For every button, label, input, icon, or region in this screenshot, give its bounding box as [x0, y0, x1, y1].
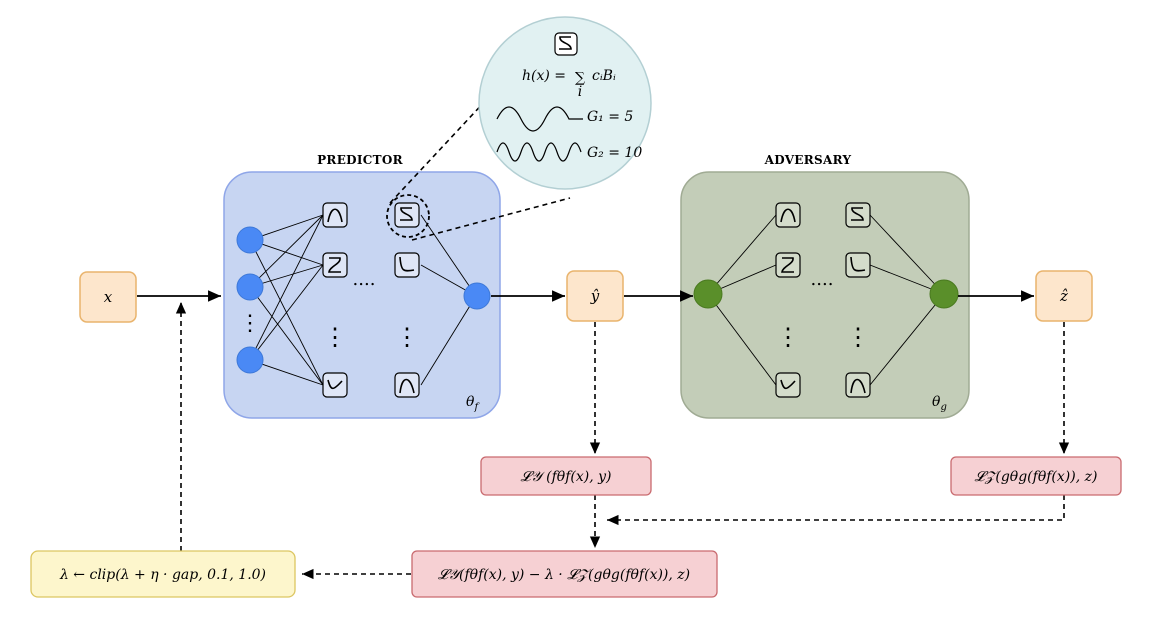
grid-2-label: G₂ = 10: [587, 145, 642, 161]
zoom-focus-ring: [386, 194, 430, 238]
zoom-callout-line: [411, 197, 571, 241]
adversary-left-vertical-ellipsis: ⋮: [776, 323, 800, 351]
adversary-param-sub: g: [940, 402, 946, 413]
basis-formula-sum-index: i: [578, 84, 582, 100]
lambda-update-box: λ ← clip(λ + η · gap, 0.1, 1.0): [30, 550, 296, 598]
adversary-activation-s-curve-icon: [775, 252, 801, 278]
basis-formula-sum: ∑: [575, 70, 585, 86]
lambda-update-formula: λ ← clip(λ + η · gap, 0.1, 1.0): [59, 567, 266, 583]
adversary-activation-arch-icon: [845, 372, 871, 398]
basis-formula-terms: cᵢBᵢ: [592, 68, 616, 84]
predictor-param: θf: [466, 394, 480, 413]
input-neuron: [236, 226, 264, 254]
adversary-activation-bump-icon: [775, 202, 801, 228]
adversary-right-vertical-ellipsis: ⋮: [846, 323, 870, 351]
z-hat-node: ẑ: [1035, 270, 1093, 322]
input-ellipsis: ⋮: [239, 311, 261, 336]
predictor-box: [223, 171, 501, 419]
zoom-callout: h(x) = ∑ i cᵢBᵢ G₁ = 5 G₂ = 10: [389, 16, 652, 241]
predictor-output-neuron: [463, 282, 491, 310]
activation-box-s-curve-icon: [322, 252, 348, 278]
combined-loss-box: 𝓛𝒴(fθf(x), y) − λ · 𝓛𝒵(gθg(fθf(x)), z): [411, 550, 718, 598]
activation-box-check-icon: [322, 372, 348, 398]
zoom-sigma-icon: [554, 32, 578, 56]
predictor-title: PREDICTOR: [317, 153, 403, 167]
zoom-callout-line: [389, 97, 489, 204]
predictor-block: PREDICTOR θf ⋮: [223, 153, 501, 419]
adversary-input-neuron: [693, 279, 723, 309]
activation-box-arch-icon: [394, 372, 420, 398]
svg-text:x: x: [104, 288, 113, 306]
adversary-title: ADVERSARY: [764, 153, 852, 167]
predictor-connections: [249, 214, 477, 386]
loss-arrows: [175, 302, 1070, 580]
hidden-horizontal-ellipsis: ....: [353, 269, 376, 290]
svg-text:ŷ: ŷ: [590, 287, 600, 305]
input-x-node: x: [79, 271, 137, 323]
adversary-horizontal-ellipsis: ....: [811, 269, 834, 290]
grid-1-wave-icon: [496, 106, 583, 132]
zoom-circle: [478, 16, 652, 190]
y-hat-node: ŷ: [566, 270, 624, 322]
hidden-left-vertical-ellipsis: ⋮: [323, 323, 347, 351]
grid-2-wave-icon: [496, 142, 582, 162]
activation-box-valley-icon: [394, 252, 420, 278]
activation-box-bump-icon: [322, 202, 348, 228]
adversary-box: [680, 171, 970, 419]
activation-box-sigma-icon: [394, 202, 420, 228]
adversary-activation-valley-icon: [845, 252, 871, 278]
adversary-output-neuron: [929, 279, 959, 309]
loss-z-box: 𝓛𝒵(gθg(fθf(x)), z): [950, 456, 1122, 496]
loss-y-box: 𝓛𝒴 (fθf(x), y): [480, 456, 652, 496]
adversary-block: ADVERSARY θg ⋮ ....: [680, 153, 970, 419]
loss-y-formula: 𝓛𝒴 (fθf(x), y): [521, 469, 612, 485]
predictor-param-sub: f: [473, 402, 480, 413]
loss-z-formula: 𝓛𝒵(gθg(fθf(x)), z): [975, 469, 1098, 485]
hidden-right-vertical-ellipsis: ⋮: [395, 323, 419, 351]
grid-1-label: G₁ = 5: [587, 109, 633, 125]
input-neuron: [236, 346, 264, 374]
adversary-activation-sigma-icon: [845, 202, 871, 228]
svg-text:ẑ: ẑ: [1059, 287, 1068, 305]
input-neuron: [236, 273, 264, 301]
adversary-activation-check-icon: [775, 372, 801, 398]
adversary-param: θg: [932, 394, 947, 413]
combined-loss-formula: 𝓛𝒴(fθf(x), y) − λ · 𝓛𝒵(gθg(fθf(x)), z): [438, 567, 690, 583]
basis-formula: h(x) =: [522, 68, 566, 84]
arrow-loss-z-to-combined: [607, 495, 1065, 526]
